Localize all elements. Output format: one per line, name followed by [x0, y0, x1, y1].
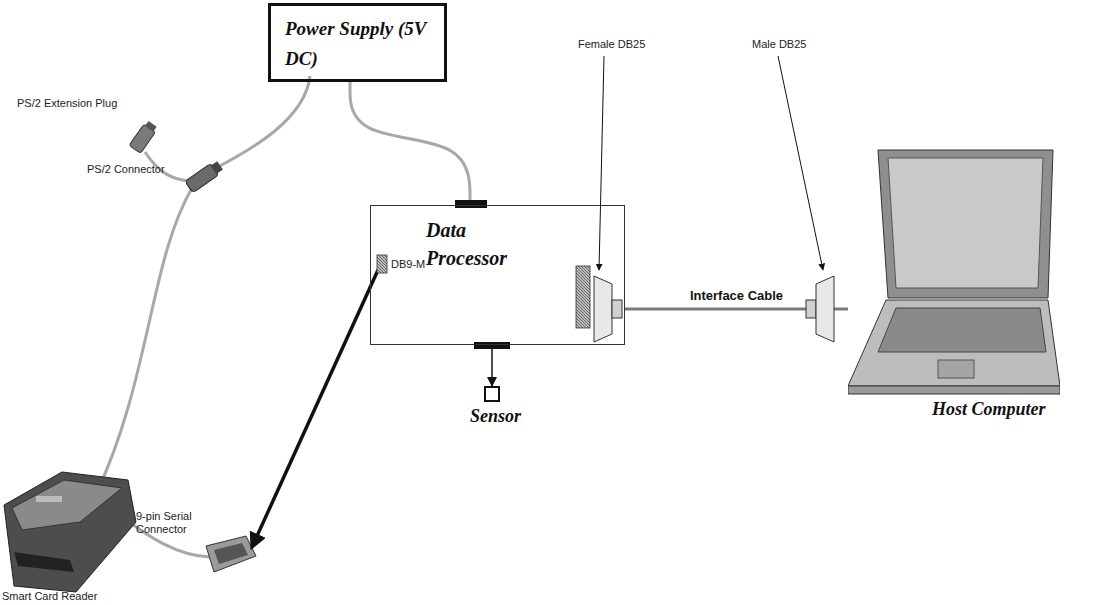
illustration-part: [211, 161, 223, 174]
connector: [491, 345, 493, 386]
node-text: Data Processor: [426, 216, 536, 272]
processor-box: Data Processor: [370, 205, 625, 345]
illustration-part: [599, 56, 604, 270]
illustration-part: [96, 188, 192, 494]
illustration-part: [214, 543, 248, 564]
host-computer: Host Computer: [848, 148, 1060, 428]
sensor-box: Sensor: [470, 386, 520, 427]
illustration-part: [36, 496, 62, 502]
node-text: Power Supply (5V DC): [271, 6, 444, 74]
illustration-part: [576, 266, 590, 328]
illustration-part: [594, 276, 612, 342]
sensor-square: [484, 386, 500, 402]
illustration-part: [778, 56, 823, 270]
power-supply-box: Power Supply (5V DC): [268, 3, 447, 82]
illustration-part: [185, 160, 224, 193]
illustration-part: [129, 120, 158, 153]
part-label: PS/2 Connector: [87, 163, 187, 176]
part-label: Smart Card Reader: [2, 590, 122, 603]
part-label: Female DB25: [578, 38, 668, 51]
part-label: 9-pin Serial Connector: [136, 510, 202, 536]
laptop-icon: [848, 148, 1060, 396]
illustration-part: [455, 200, 487, 208]
part-label: PS/2 Extension Plug: [17, 97, 147, 110]
node-text: Host Computer: [932, 398, 1046, 420]
illustration-part: [806, 300, 816, 318]
connector: [350, 82, 470, 205]
part-label: Male DB25: [752, 38, 842, 51]
illustration-part: [14, 552, 74, 572]
illustration-part: [816, 276, 834, 342]
illustration-part: [206, 536, 256, 572]
illustration-part: [12, 480, 122, 530]
illustration-part: [252, 270, 378, 547]
illustration-part: [612, 300, 622, 318]
illustration-part: [4, 472, 136, 592]
connector-label: Interface Cable: [687, 288, 786, 303]
node-text: Sensor: [470, 405, 520, 427]
illustration-part: [145, 121, 157, 132]
illustration-part: [474, 342, 510, 349]
illustration-part: [216, 76, 310, 168]
illustration-part: [377, 255, 387, 273]
part-label: DB9-M: [391, 258, 451, 271]
